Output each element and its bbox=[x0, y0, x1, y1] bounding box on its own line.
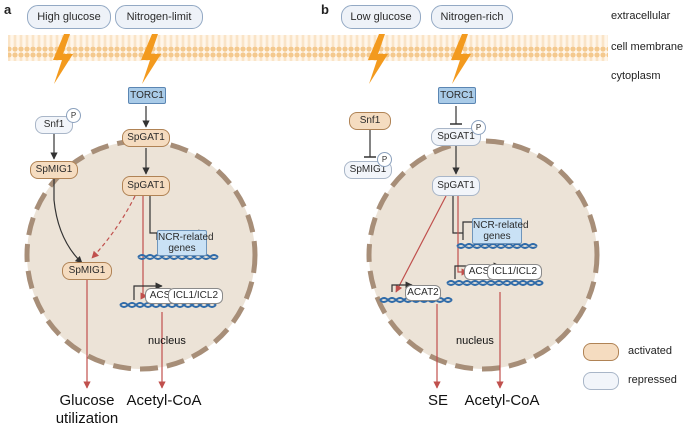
phospho-snf1-left: P bbox=[66, 108, 81, 123]
ncr-label-line1-right: NCR-related bbox=[473, 220, 529, 231]
signal-nitrogen-limit: Nitrogen-limit bbox=[115, 5, 203, 29]
spmig1-cyto-left: SpMIG1 bbox=[30, 161, 78, 179]
panel-label-b: b bbox=[321, 2, 329, 17]
dna-acs-right bbox=[446, 280, 544, 286]
signal-low-glucose: Low glucose bbox=[341, 5, 421, 29]
torc1-left: TORC1 bbox=[128, 87, 166, 104]
icl-right: ICL1/ICL2 bbox=[487, 264, 542, 280]
output-se: SE bbox=[427, 392, 448, 409]
arrow-acat2-bent bbox=[391, 281, 413, 292]
cell-membrane bbox=[8, 35, 608, 61]
phospho-spmig1-right: P bbox=[377, 152, 392, 167]
lightning-low-glucose bbox=[368, 34, 388, 84]
signal-high-glucose: High glucose bbox=[27, 5, 111, 29]
legend-swatch-activated bbox=[583, 343, 619, 361]
lightning-high-glucose bbox=[53, 34, 73, 84]
ncr-genes-left: NCR-related genes bbox=[157, 230, 214, 256]
icl-left: ICL1/ICL2 bbox=[168, 288, 223, 304]
spmig1-nuc-left: SpMIG1 bbox=[62, 262, 112, 280]
dna-ncr-right bbox=[456, 243, 538, 249]
region-cytoplasm: cytoplasm bbox=[611, 70, 661, 82]
spgat1-nuc-right: SpGAT1 bbox=[432, 176, 480, 196]
ncr-label-line2-right: genes bbox=[483, 231, 511, 242]
ncr-label-line2-left: genes bbox=[168, 243, 196, 254]
dna-acs-left bbox=[119, 302, 217, 308]
snf1-left: Snf1 bbox=[35, 116, 73, 134]
lightning-nitrogen-rich bbox=[451, 34, 471, 84]
spgat1-cyto-right: SpGAT1 bbox=[431, 128, 481, 146]
output-glucose-line2: utilization bbox=[55, 410, 119, 427]
acat2-right: ACAT2 bbox=[405, 285, 441, 301]
torc1-right: TORC1 bbox=[438, 87, 476, 104]
output-glucose-utilization: Glucose utilization bbox=[42, 392, 132, 427]
output-acetyl-coa-left: Acetyl-CoA bbox=[126, 392, 202, 409]
region-extracellular: extracellular bbox=[611, 10, 671, 22]
nucleus-label-right: nucleus bbox=[456, 335, 494, 347]
lightning-nitrogen-limit bbox=[141, 34, 161, 84]
legend-swatch-repressed bbox=[583, 372, 619, 390]
ncr-label-line1-left: NCR-related bbox=[158, 232, 214, 243]
arrow-spgat1-spmig1-dashed bbox=[91, 195, 136, 259]
region-cell-membrane: cell membrane bbox=[611, 41, 684, 53]
arrow-spmig1-nuclear bbox=[53, 179, 83, 264]
legend-label-repressed: repressed bbox=[628, 374, 677, 386]
output-glucose-line1: Glucose bbox=[59, 392, 115, 409]
panel-label-a: a bbox=[4, 2, 12, 17]
spgat1-cyto-left: SpGAT1 bbox=[122, 129, 170, 147]
arrow-spgat1-ncr-right bbox=[452, 196, 463, 234]
arrow-acs-bent bbox=[133, 282, 163, 300]
nucleus-label-left: nucleus bbox=[148, 335, 186, 347]
ncr-genes-right: NCR-related genes bbox=[472, 218, 529, 244]
legend-label-activated: activated bbox=[628, 345, 673, 357]
arrow-spgat1-acat2 bbox=[395, 195, 447, 293]
nucleus-right bbox=[366, 138, 600, 372]
spgat1-nuc-left: SpGAT1 bbox=[122, 176, 170, 196]
signal-nitrogen-rich: Nitrogen-rich bbox=[431, 5, 513, 29]
phospho-spgat1-right: P bbox=[471, 120, 486, 135]
snf1-right: Snf1 bbox=[349, 112, 391, 130]
output-acetyl-coa-right: Acetyl-CoA bbox=[464, 392, 540, 409]
arrow-spgat1-ncr bbox=[149, 196, 157, 234]
